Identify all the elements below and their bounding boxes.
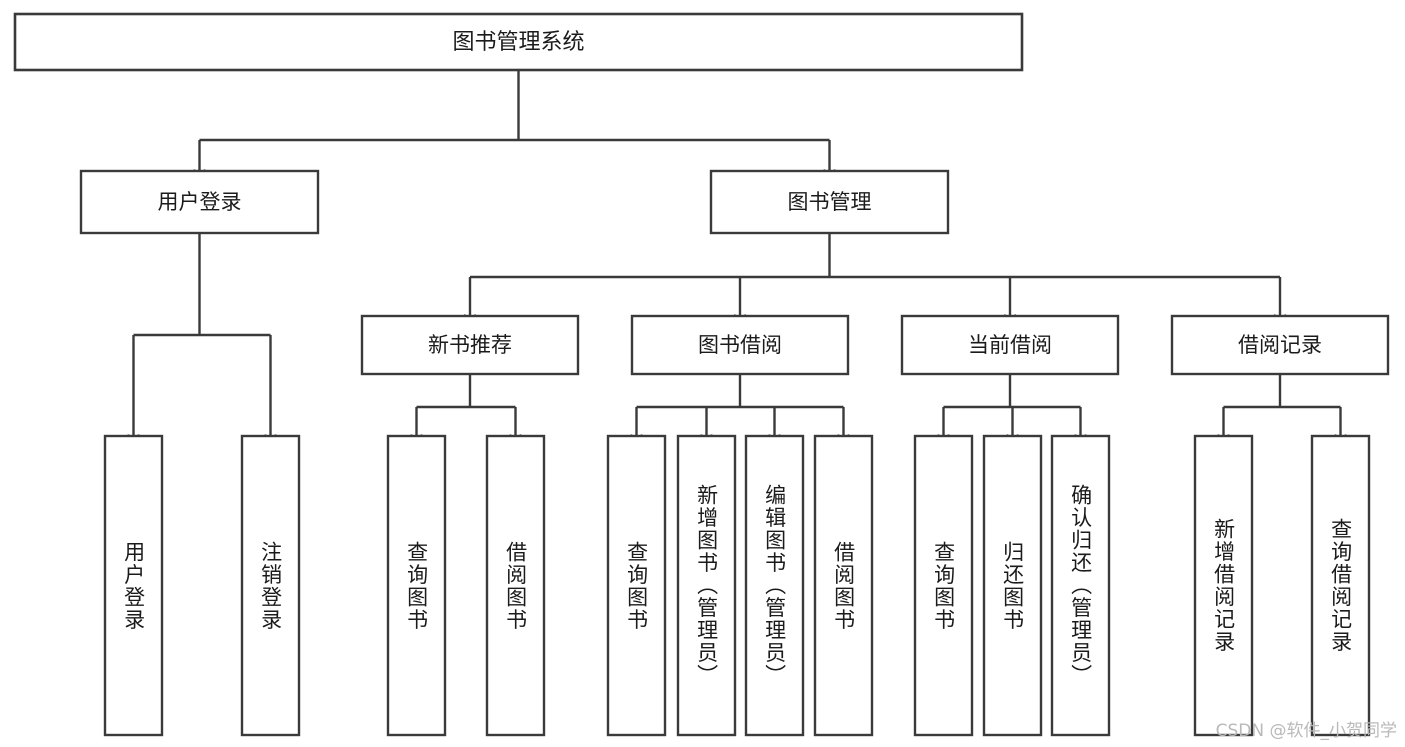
level2-node-user-login[interactable]: 用户登录 bbox=[79, 169, 320, 235]
node-rect bbox=[13, 12, 1024, 72]
leaf-node-leaf-add-book[interactable] bbox=[676, 434, 737, 737]
node-label: 借阅记录 bbox=[1238, 333, 1322, 357]
node-label: 当前借阅 bbox=[968, 333, 1052, 357]
connectors-root-to-level2 bbox=[193, 70, 836, 180]
connectors-level2-to-level3 bbox=[464, 233, 1286, 325]
connectors-borrow-record-to-leaves bbox=[1217, 374, 1347, 445]
leaf-node-leaf-user-login[interactable] bbox=[103, 434, 164, 737]
connectors-user-login-to-leaves bbox=[127, 233, 277, 445]
level3-node-book-borrow[interactable]: 图书借阅 bbox=[630, 314, 850, 376]
root-node-root[interactable]: 图书管理系统 bbox=[13, 12, 1024, 72]
leaf-node-leaf-query-book-borrow[interactable] bbox=[606, 434, 667, 737]
node-rect bbox=[630, 314, 850, 376]
node-label: 图书管理 bbox=[788, 190, 872, 214]
leaf-rect bbox=[1193, 434, 1254, 737]
node-label: 用户登录 bbox=[158, 190, 242, 214]
leaf-node-leaf-user-logout[interactable] bbox=[240, 434, 301, 737]
leaf-rect bbox=[744, 434, 805, 737]
level3-node-current-borrow[interactable]: 当前借阅 bbox=[900, 314, 1120, 376]
leaf-rect bbox=[485, 434, 546, 737]
leaf-node-leaf-edit-book[interactable] bbox=[744, 434, 805, 737]
node-label: 图书借阅 bbox=[698, 333, 782, 357]
node-rect bbox=[709, 169, 950, 235]
node-rect bbox=[900, 314, 1120, 376]
level2-node-book-manage[interactable]: 图书管理 bbox=[709, 169, 950, 235]
node-rect bbox=[79, 169, 320, 235]
leaf-rect bbox=[913, 434, 974, 737]
leaf-rect bbox=[1310, 434, 1371, 737]
leaf-rect bbox=[240, 434, 301, 737]
leaf-node-leaf-query-borrow-record[interactable] bbox=[1310, 434, 1371, 737]
leaf-rect bbox=[813, 434, 874, 737]
leaf-rect bbox=[386, 434, 447, 737]
node-label: 新书推荐 bbox=[428, 333, 512, 357]
leaf-rect bbox=[982, 434, 1043, 737]
connector-layer bbox=[127, 70, 1347, 445]
node-rect bbox=[1170, 314, 1390, 376]
connectors-current-borrow-to-leaves bbox=[937, 374, 1087, 445]
node-label: 图书管理系统 bbox=[452, 30, 584, 55]
leaf-rect bbox=[606, 434, 667, 737]
leaf-rect bbox=[1050, 434, 1111, 737]
node-rect bbox=[360, 314, 580, 376]
leaf-node-leaf-query-book-cur[interactable] bbox=[913, 434, 974, 737]
leaf-node-leaf-confirm-return[interactable] bbox=[1050, 434, 1111, 737]
leaf-node-leaf-borrow-book-rec[interactable] bbox=[485, 434, 546, 737]
connectors-new-book-recommend-to-leaves bbox=[410, 374, 522, 445]
leaf-rect bbox=[676, 434, 737, 737]
leaf-rect bbox=[103, 434, 164, 737]
leaf-node-leaf-query-book-rec[interactable] bbox=[386, 434, 447, 737]
connectors-book-borrow-to-leaves bbox=[630, 374, 850, 445]
leaf-node-leaf-borrow-book[interactable] bbox=[813, 434, 874, 737]
leaf-node-leaf-return-book[interactable] bbox=[982, 434, 1043, 737]
leaf-node-leaf-add-borrow-record[interactable] bbox=[1193, 434, 1254, 737]
level3-node-borrow-record[interactable]: 借阅记录 bbox=[1170, 314, 1390, 376]
level3-node-new-book-recommend[interactable]: 新书推荐 bbox=[360, 314, 580, 376]
